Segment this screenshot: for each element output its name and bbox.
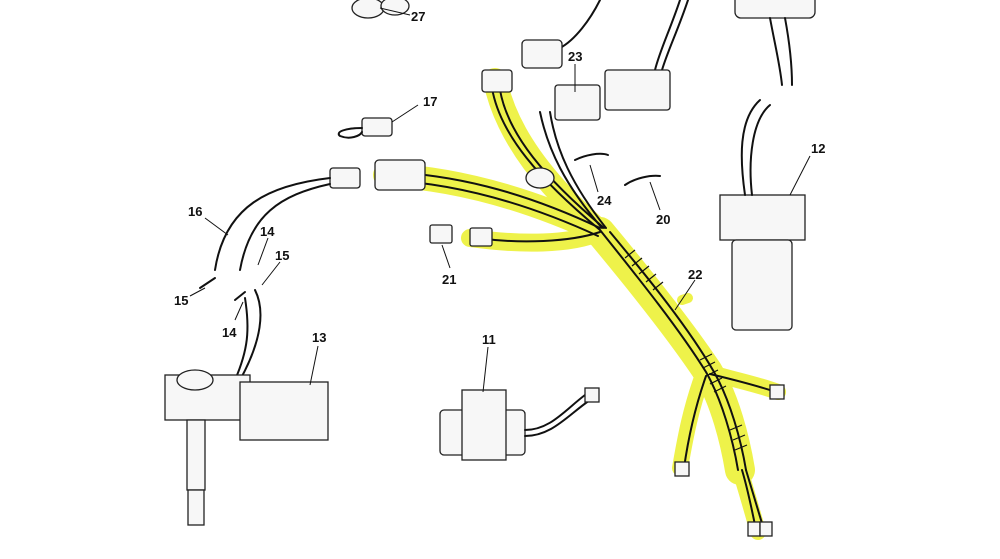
terminals-24-20	[574, 152, 661, 186]
callout-11: 11	[482, 332, 496, 347]
harness-highlight	[373, 68, 786, 540]
top-right-module	[559, 0, 816, 86]
part-16-cable	[199, 167, 361, 381]
callout-21: 21	[442, 272, 456, 287]
part-21-cap	[429, 224, 453, 244]
callout-13: 13	[312, 330, 326, 345]
callout-23: 23	[568, 49, 582, 64]
callout-24: 24	[597, 193, 612, 208]
callout-12: 12	[811, 141, 825, 156]
part-11-relay	[439, 387, 600, 461]
part-13-actuator	[164, 369, 329, 526]
callout-14: 14	[260, 224, 275, 239]
callout-22: 22	[688, 267, 702, 282]
part-27-grommets	[351, 0, 410, 19]
callout-17: 17	[423, 94, 437, 109]
callout-14-b: 14	[222, 325, 237, 340]
leader-lines	[189, 7, 811, 393]
callout-20: 20	[656, 212, 670, 227]
part-17-connector	[337, 117, 393, 139]
callouts: 27 23 17 12 24 20 16 14 15 21 22 15 14 1…	[174, 9, 825, 347]
harness-22	[374, 69, 785, 537]
part-12-motor	[719, 99, 806, 331]
part-23-connectors	[521, 39, 671, 121]
callout-15: 15	[275, 248, 289, 263]
callout-15-b: 15	[174, 293, 188, 308]
callout-27: 27	[411, 9, 425, 24]
callout-16: 16	[188, 204, 202, 219]
